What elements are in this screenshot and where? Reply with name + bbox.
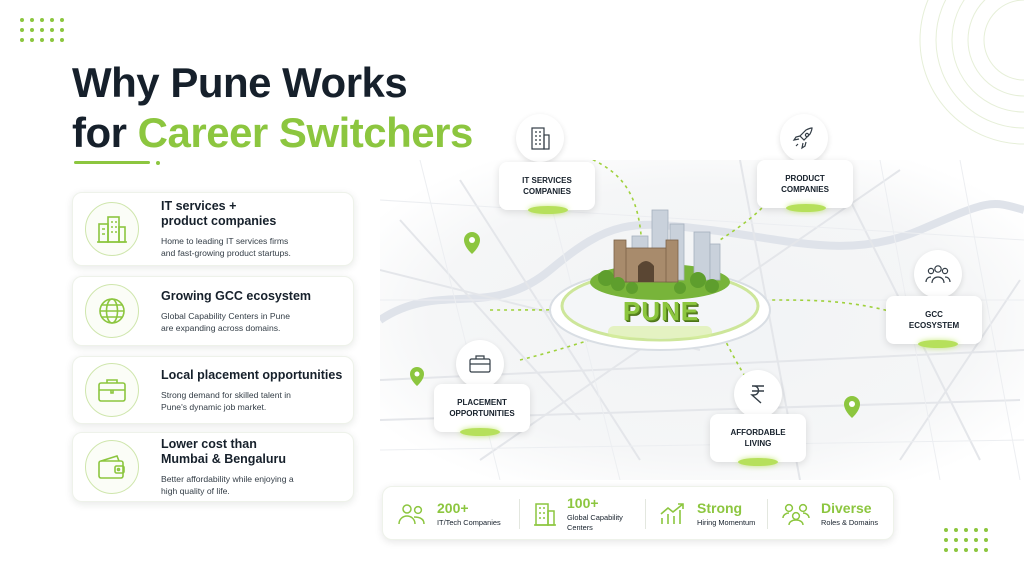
node-placement-opportunities: PLACEMENT OPPORTUNITIES	[434, 384, 530, 432]
decorative-arcs	[919, 0, 1024, 145]
feature-card-it-services: IT services + product companies Home to …	[72, 192, 354, 266]
stat-hiring-momentum: Strong Hiring Momentum	[659, 487, 755, 541]
node-base-glow	[528, 206, 568, 214]
stat-value: Diverse	[821, 500, 872, 516]
stat-label: Roles & Domains	[821, 518, 879, 527]
title-line-1: Why Pune Works	[72, 59, 408, 106]
feature-description: Better affordability while enjoying a hi…	[161, 474, 294, 496]
office-buildings-icon	[85, 202, 139, 256]
rupee-icon	[734, 370, 782, 418]
stat-label: Global Capability Centers	[567, 513, 623, 532]
stat-value: 100+	[567, 495, 599, 511]
node-base-glow	[460, 428, 500, 436]
stat-global-capability-centers: 100+ Global Capability Centers	[533, 487, 623, 541]
pune-center-label: PUNE	[622, 296, 700, 326]
decorative-dots-top-left	[20, 18, 64, 42]
node-gcc-ecosystem: GCC ECOSYSTEM	[886, 296, 982, 344]
node-product-companies: PRODUCT COMPANIES	[757, 160, 853, 208]
building-icon	[516, 114, 564, 162]
stat-label: IT/Tech Companies	[437, 518, 501, 527]
feature-description: Home to leading IT services firms and fa…	[161, 236, 291, 258]
stat-label: Hiring Momentum	[697, 518, 756, 527]
feature-heading: Growing GCC ecosystem	[161, 288, 312, 303]
people-icon	[397, 503, 427, 525]
team-network-icon	[781, 502, 811, 526]
title-line-2-prefix: for	[72, 109, 127, 156]
feature-card-cost: Lower cost than Mumbai & Bengaluru Bette…	[72, 432, 354, 502]
feature-description: Global Capability Centers in Pune are ex…	[161, 310, 290, 333]
node-base-glow	[786, 204, 826, 212]
rocket-icon	[780, 114, 828, 162]
stat-diverse-roles: Diverse Roles & Domains	[781, 487, 878, 541]
feature-description: Strong demand for skilled talent in Pune…	[161, 389, 291, 412]
globe-icon	[85, 284, 139, 338]
stat-value: 200+	[437, 500, 469, 516]
stat-divider	[767, 499, 768, 529]
node-it-services-companies: IT SERVICES COMPANIES	[499, 162, 595, 210]
title-line-2-accent: Career Switchers	[137, 109, 474, 156]
stat-value: Strong	[697, 500, 743, 516]
stat-divider	[645, 499, 646, 529]
feature-card-gcc: Growing GCC ecosystem Global Capability …	[72, 276, 354, 346]
briefcase-icon	[85, 363, 139, 417]
stat-divider	[519, 499, 520, 529]
node-affordable-living: AFFORDABLE LIVING	[710, 414, 806, 462]
stats-bar: 200+ IT/Tech Companies 100+ Global Capab…	[382, 486, 894, 540]
briefcase-icon	[456, 340, 504, 388]
stat-it-tech-companies: 200+ IT/Tech Companies	[397, 487, 501, 541]
title-underline-dot	[156, 161, 160, 165]
page-title: Why Pune Works for Career Switchers	[72, 58, 473, 158]
people-group-icon	[914, 250, 962, 298]
node-base-glow	[918, 340, 958, 348]
node-base-glow	[738, 458, 778, 466]
building-icon	[533, 501, 557, 527]
feature-heading: Local placement opportunities	[161, 367, 343, 382]
growth-chart-icon	[659, 502, 687, 526]
feature-heading: Lower cost than Mumbai & Bengaluru	[161, 437, 287, 466]
wallet-icon	[85, 440, 139, 494]
decorative-dots-bottom-right	[944, 528, 988, 552]
feature-card-placement: Local placement opportunities Strong dem…	[72, 356, 354, 424]
title-underline	[74, 161, 150, 164]
feature-heading: IT services + product companies	[161, 199, 277, 228]
